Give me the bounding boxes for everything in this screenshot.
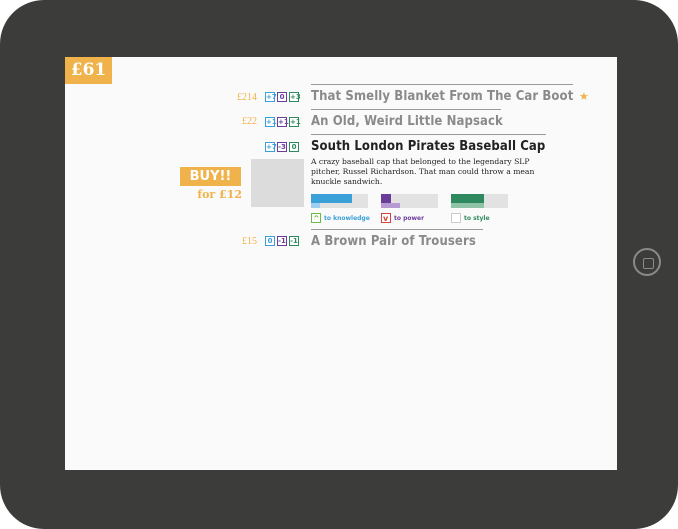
item-price: £22 <box>242 116 257 127</box>
buy-price: for £12 <box>197 188 242 201</box>
game-screen: £61 £214 +7 0 +3 That Smelly Blanket Fro… <box>65 57 617 470</box>
style-effect: to style <box>451 213 490 223</box>
style-stat: +3 <box>289 92 301 102</box>
power-stat: 0 <box>277 92 287 102</box>
buy-button[interactable]: BUY!! <box>180 167 241 186</box>
effect-label: to power <box>394 214 425 222</box>
power-stat: -1 <box>277 236 287 246</box>
item-stats: +1 +1 +1 <box>265 117 301 127</box>
arrow-up-icon: ^ <box>311 213 321 223</box>
effect-label: to style <box>464 214 490 222</box>
style-stat: +1 <box>289 117 301 127</box>
star-icon: ★ <box>579 90 589 103</box>
item-stats: 0 -1 -1 <box>265 236 299 246</box>
power-bar <box>381 194 438 208</box>
knowledge-stat: +7 <box>265 142 277 152</box>
style-bar-fill <box>451 194 485 203</box>
item-stats: +7 0 +3 <box>265 92 301 102</box>
item-name: South London Pirates Baseball Cap <box>311 139 546 154</box>
knowledge-bar-preview <box>311 203 320 208</box>
item-price: £15 <box>242 236 257 247</box>
money-counter: £61 <box>65 57 112 84</box>
knowledge-bar-fill <box>311 194 353 203</box>
item-thumbnail <box>251 159 304 207</box>
divider <box>311 134 546 135</box>
item-name: That Smelly Blanket From The Car Boot <box>311 89 574 104</box>
power-bar-preview <box>381 203 401 208</box>
item-name: An Old, Weird Little Napsack <box>311 114 503 129</box>
knowledge-stat: +1 <box>265 117 277 127</box>
divider <box>311 229 483 230</box>
home-button-icon[interactable] <box>633 248 661 276</box>
style-stat: -1 <box>289 236 299 246</box>
knowledge-bar <box>311 194 368 208</box>
divider <box>311 84 573 85</box>
item-name: A Brown Pair of Trousers <box>311 234 476 249</box>
item-price: £214 <box>237 92 257 103</box>
style-stat: 0 <box>289 142 299 152</box>
effect-label: to knowledge <box>324 214 370 222</box>
no-change-icon <box>451 213 461 223</box>
knowledge-stat: +7 <box>265 92 277 102</box>
style-bar <box>451 194 508 208</box>
arrow-down-icon: v <box>381 213 391 223</box>
item-stats: +7 -3 0 <box>265 142 299 152</box>
style-bar-preview <box>451 203 485 208</box>
knowledge-stat: 0 <box>265 236 275 246</box>
power-stat: +1 <box>277 117 289 127</box>
power-stat: -3 <box>277 142 287 152</box>
knowledge-effect: ^ to knowledge <box>311 213 370 223</box>
power-effect: v to power <box>381 213 424 223</box>
power-bar-fill <box>381 194 392 203</box>
item-description: A crazy baseball cap that belonged to th… <box>311 157 535 186</box>
divider <box>311 109 501 110</box>
